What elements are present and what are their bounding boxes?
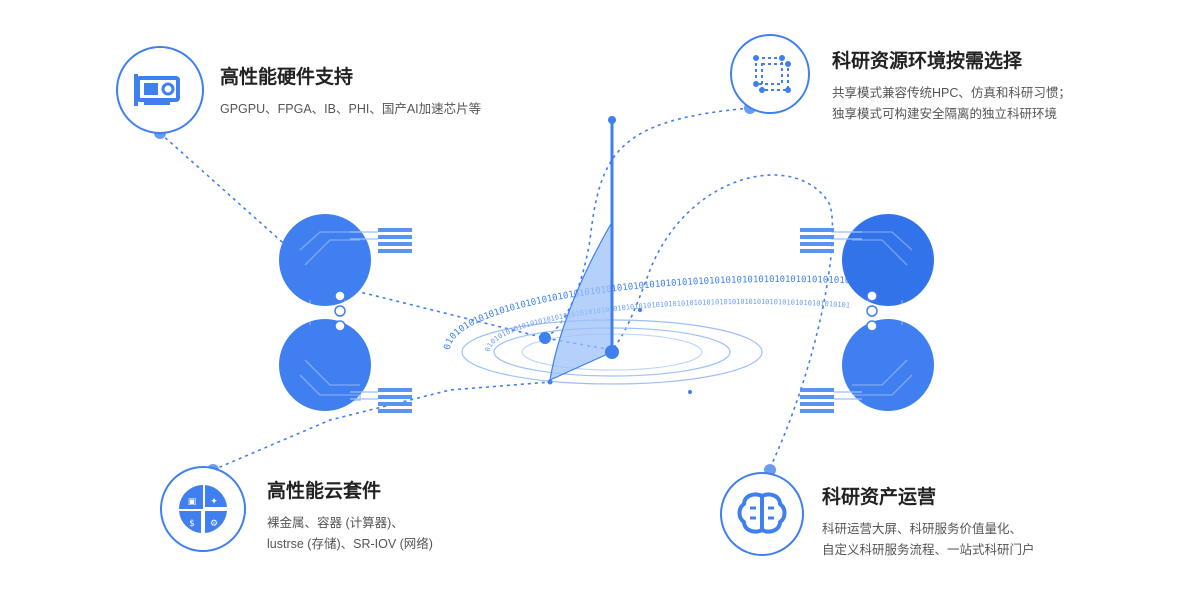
svg-text:⚙: ⚙ [210, 519, 218, 529]
svg-text:▣: ▣ [188, 497, 197, 507]
suite-quadrant-icon: ▣ ✦ $ ⚙ [179, 485, 227, 533]
feature-environment: 科研资源环境按需选择 共享模式兼容传统HPC、仿真和科研习惯； 独享模式可构建安… [832, 46, 1071, 125]
environment-icon-ring [730, 34, 810, 114]
left-server-node-top [279, 214, 371, 306]
mast-top-dot [608, 116, 616, 124]
center-node [605, 345, 619, 359]
feature-desc: GPGPU、FPGA、IB、PHI、国产AI加速芯片等 [220, 102, 482, 116]
feature-title: 高性能云套件 [267, 481, 382, 502]
center-dot [638, 308, 642, 312]
right-connector-pins [800, 228, 834, 413]
svg-text:✦: ✦ [210, 497, 218, 507]
right-server-node-bottom [842, 319, 934, 411]
center-orbit: 0101010101010101010101010101010101010101… [443, 116, 910, 394]
feature-title: 高性能硬件支持 [220, 67, 354, 88]
feature-title: 科研资源环境按需选择 [832, 51, 1023, 72]
feature-desc: lustrse (存储)、SR-IOV (网络) [267, 537, 433, 551]
feature-hardware: 高性能硬件支持 GPGPU、FPGA、IB、PHI、国产AI加速芯片等 [220, 62, 481, 120]
feature-desc: 科研运营大屏、科研服务价值量化、 [822, 522, 1023, 536]
center-node-left [539, 332, 551, 344]
center-dot [688, 390, 692, 394]
feature-title: 科研资产运营 [822, 487, 937, 508]
brain-icon [737, 492, 787, 534]
feature-operation: 科研资产运营 科研运营大屏、科研服务价值量化、 自定义科研服务流程、一站式科研门… [822, 482, 1035, 561]
connector-lines [159, 107, 834, 471]
left-server-node-bottom [279, 319, 371, 411]
feature-desc: 自定义科研服务流程、一站式科研门户 [822, 543, 1035, 557]
suite-icon-ring: ▣ ✦ $ ⚙ [160, 466, 246, 552]
center-dot [547, 379, 553, 385]
feature-desc: 独享模式可构建安全隔离的独立科研环境 [832, 107, 1058, 121]
left-server-cluster [279, 214, 412, 413]
connector-operation [611, 174, 834, 469]
svg-text:$: $ [189, 519, 195, 529]
feature-desc: 裸金属、容器 (计算器)、 [267, 516, 404, 530]
hardware-icon-ring [116, 46, 204, 134]
selection-cube-icon [753, 55, 791, 93]
gpu-card-icon [134, 74, 180, 106]
right-server-node-top [842, 214, 934, 306]
operation-icon-ring [720, 472, 804, 556]
feature-desc: 共享模式兼容传统HPC、仿真和科研习惯； [832, 86, 1071, 100]
left-connector-pins [378, 228, 412, 413]
anchor-dots [154, 102, 776, 476]
right-server-cluster [800, 214, 934, 413]
feature-suite: 高性能云套件 裸金属、容器 (计算器)、 lustrse (存储)、SR-IOV… [267, 476, 433, 555]
